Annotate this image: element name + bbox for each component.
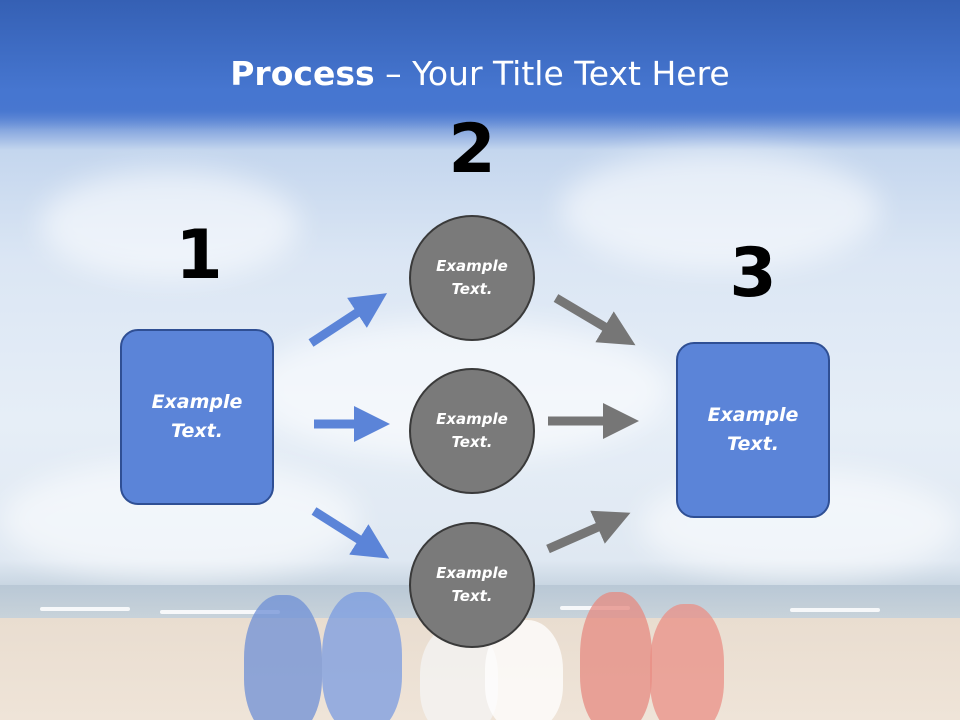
step-1-box: Example Text. xyxy=(120,329,274,505)
wave xyxy=(40,607,130,611)
step-2-text-middle: Example Text. xyxy=(436,410,508,451)
step-1-text: Example Text. xyxy=(151,391,243,442)
step-2-circle-bottom: Example Text. xyxy=(409,522,535,648)
step-2-circle-middle: Example Text. xyxy=(409,368,535,494)
blue-flip-flop xyxy=(322,592,402,720)
step-number-2: 2 xyxy=(448,110,496,189)
arrow-1-to-top xyxy=(308,293,388,347)
step-2-circle-top: Example Text. xyxy=(409,215,535,341)
wave xyxy=(790,608,880,612)
step-number-3: 3 xyxy=(729,234,777,313)
step-3-box: Example Text. xyxy=(676,342,830,518)
step-2-text-bottom: Example Text. xyxy=(436,564,508,605)
wave xyxy=(160,610,280,614)
red-flip-flop xyxy=(580,592,652,720)
title-rest: – Your Title Text Here xyxy=(374,54,730,93)
blue-flip-flop xyxy=(244,595,322,720)
sky-band xyxy=(0,0,960,130)
red-flip-flop xyxy=(650,604,724,720)
slide-title: Process – Your Title Text Here xyxy=(0,54,960,93)
step-number-1: 1 xyxy=(175,216,223,295)
arrow-1-to-bottom xyxy=(311,507,390,559)
arrow-top-to-3 xyxy=(553,294,636,346)
cloud xyxy=(560,150,880,270)
cloud xyxy=(40,170,300,280)
title-bold: Process xyxy=(230,54,375,93)
step-2-text-top: Example Text. xyxy=(436,257,508,298)
arrow-bottom-to-3 xyxy=(546,510,631,554)
step-3-text: Example Text. xyxy=(707,404,799,455)
